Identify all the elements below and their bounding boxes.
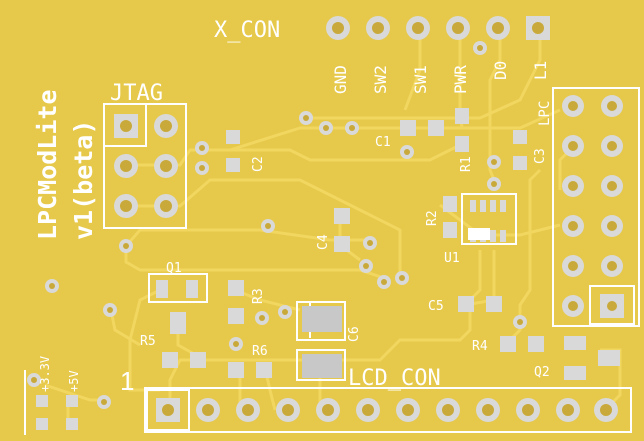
refdes-c4: C4 [316, 234, 331, 250]
refdes-r6: R6 [252, 344, 268, 359]
refdes-r3: R3 [251, 288, 266, 304]
board-subtitle: v1(beta) [69, 120, 98, 240]
refdes-r2: R2 [425, 210, 440, 226]
x-con-pin-pwr: PWR [451, 65, 470, 94]
lpc-label: LPC [537, 101, 553, 126]
lcd-con-label: LCD_CON [348, 366, 441, 391]
jtag-header [114, 114, 178, 218]
x-con-header [326, 16, 550, 40]
refdes-u1: U1 [444, 251, 460, 266]
x-con-pin-gnd: GND [331, 65, 350, 94]
v5-label: +5V [67, 370, 81, 392]
u1-pin1-marker [468, 228, 490, 240]
lcd-con-header [156, 398, 618, 422]
lcd-con-outline [144, 387, 632, 433]
x-con-pin-d0: D0 [491, 61, 510, 80]
copper-traces [44, 30, 622, 430]
refdes-c5: C5 [428, 299, 444, 314]
refdes-c2: C2 [251, 156, 266, 172]
x-con-pin-sw2: SW2 [371, 65, 390, 94]
vias [27, 41, 527, 409]
refdes-c1: C1 [375, 135, 391, 150]
lpc-header [562, 95, 624, 318]
v33-label: +3.3V [38, 356, 52, 392]
x-con-pin-sw1: SW1 [411, 65, 430, 94]
board-title: LPCModLite [33, 89, 62, 240]
x-con-pin-l1: L1 [531, 61, 550, 80]
refdes-r1: R1 [459, 156, 474, 172]
silkscreen-text: LPCModLite v1(beta) JTAG X_CON LCD_CON L… [33, 18, 553, 396]
refdes-r5: R5 [140, 334, 156, 349]
lpc-outline [552, 87, 640, 327]
refdes-r4: R4 [472, 339, 488, 354]
x-con-label: X_CON [214, 18, 280, 43]
jtag-label: JTAG [110, 81, 163, 106]
refdes-c6: C6 [347, 326, 362, 342]
refdes-q2: Q2 [534, 365, 550, 380]
refdes-c3: C3 [533, 148, 548, 164]
pin-one-marker: 1 [120, 366, 134, 396]
u1-outline [461, 193, 517, 245]
refdes-q1: Q1 [166, 261, 182, 276]
